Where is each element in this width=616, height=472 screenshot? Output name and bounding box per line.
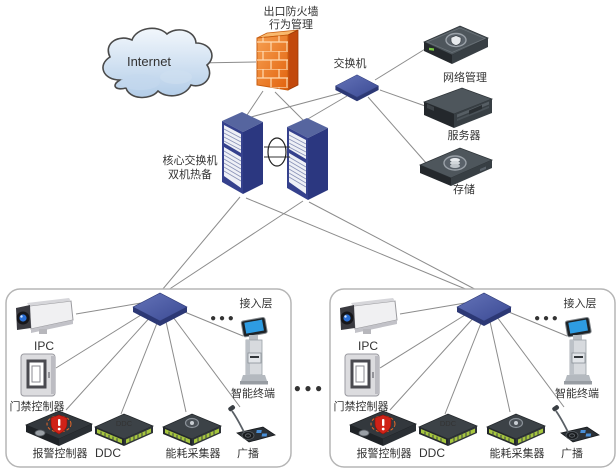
alarm-controller-label: 报警控制器	[357, 446, 412, 460]
ipc-label: IPC	[34, 339, 54, 353]
ddc-label: DDC	[419, 446, 445, 460]
switch-icon	[335, 74, 379, 102]
access-links	[379, 301, 568, 415]
server-icon	[422, 87, 494, 128]
firewall-node: 出口防火墙 行为管理	[256, 4, 319, 91]
backbone-links	[156, 45, 487, 297]
top-switch-label: 交换机	[334, 56, 367, 70]
network-management-node: 网络管理	[423, 25, 489, 84]
smart-terminal-label: 智能终端	[555, 386, 599, 400]
core-switch-left-icon	[221, 111, 264, 195]
ddc-label: DDC	[95, 446, 121, 460]
energy-collector-label: 能耗采集器	[490, 446, 545, 460]
firewall-label-line2: 行为管理	[269, 17, 313, 31]
ddc-icon: DDC	[94, 413, 154, 447]
more-access-groups-ellipsis: ● ● ●	[294, 381, 322, 395]
alarm-controller-label: 报警控制器	[33, 446, 88, 460]
firewall-label-line1: 出口防火墙	[264, 4, 319, 18]
core-switch-right-icon	[286, 117, 329, 201]
internet-cloud: Internet	[102, 27, 213, 99]
door-controller-label: 门禁控制器	[10, 399, 65, 413]
core-switch-label-line1: 核心交换机	[163, 153, 218, 167]
ddc-print-label: DDC	[440, 419, 457, 428]
storage-icon	[418, 147, 494, 186]
network-management-label: 网络管理	[443, 70, 487, 84]
door-controller-icon	[19, 352, 57, 398]
firewall-icon	[256, 29, 299, 91]
storage-node: 存储	[418, 147, 494, 196]
door-controller-icon	[343, 352, 381, 398]
ddc-icon: DDC	[418, 413, 478, 447]
server-label: 服务器	[448, 129, 481, 142]
ellipsis-dots: ● ● ●	[210, 313, 234, 324]
energy-collector-icon	[162, 413, 222, 447]
access-layer-label: 接入层	[564, 297, 597, 310]
link-aggregation-icon	[267, 137, 287, 167]
broadcast-label: 广播	[237, 446, 259, 460]
energy-collector-icon	[486, 413, 546, 447]
access-links	[55, 301, 244, 415]
server-node: 服务器	[422, 87, 494, 142]
door-controller-label: 门禁控制器	[334, 399, 389, 413]
internet-label: Internet	[127, 54, 171, 69]
core-switch-cluster: 核心交换机 双机热备	[163, 111, 329, 201]
network-management-icon	[423, 25, 489, 64]
ipc-label: IPC	[358, 339, 378, 353]
top-switch-node: 交换机	[334, 56, 379, 102]
access-layer-label: 接入层	[240, 297, 273, 310]
smart-terminal-label: 智能终端	[231, 386, 275, 400]
ellipsis-dots: ● ● ●	[534, 313, 558, 324]
access-box-left: ● ● ● 接入层 IPC 门禁控制器 报警控制器 DDC DDC 能耗采集器 …	[5, 288, 292, 468]
energy-collector-label: 能耗采集器	[166, 446, 221, 460]
access-box-right: ● ● ● 接入层 IPC 门禁控制器 报警控制器 DDC DDC 能耗采集器 …	[329, 288, 616, 468]
storage-label: 存储	[453, 182, 475, 196]
ddc-print-label: DDC	[116, 419, 133, 428]
broadcast-label: 广播	[561, 446, 583, 460]
core-switch-label-line2: 双机热备	[168, 167, 212, 181]
